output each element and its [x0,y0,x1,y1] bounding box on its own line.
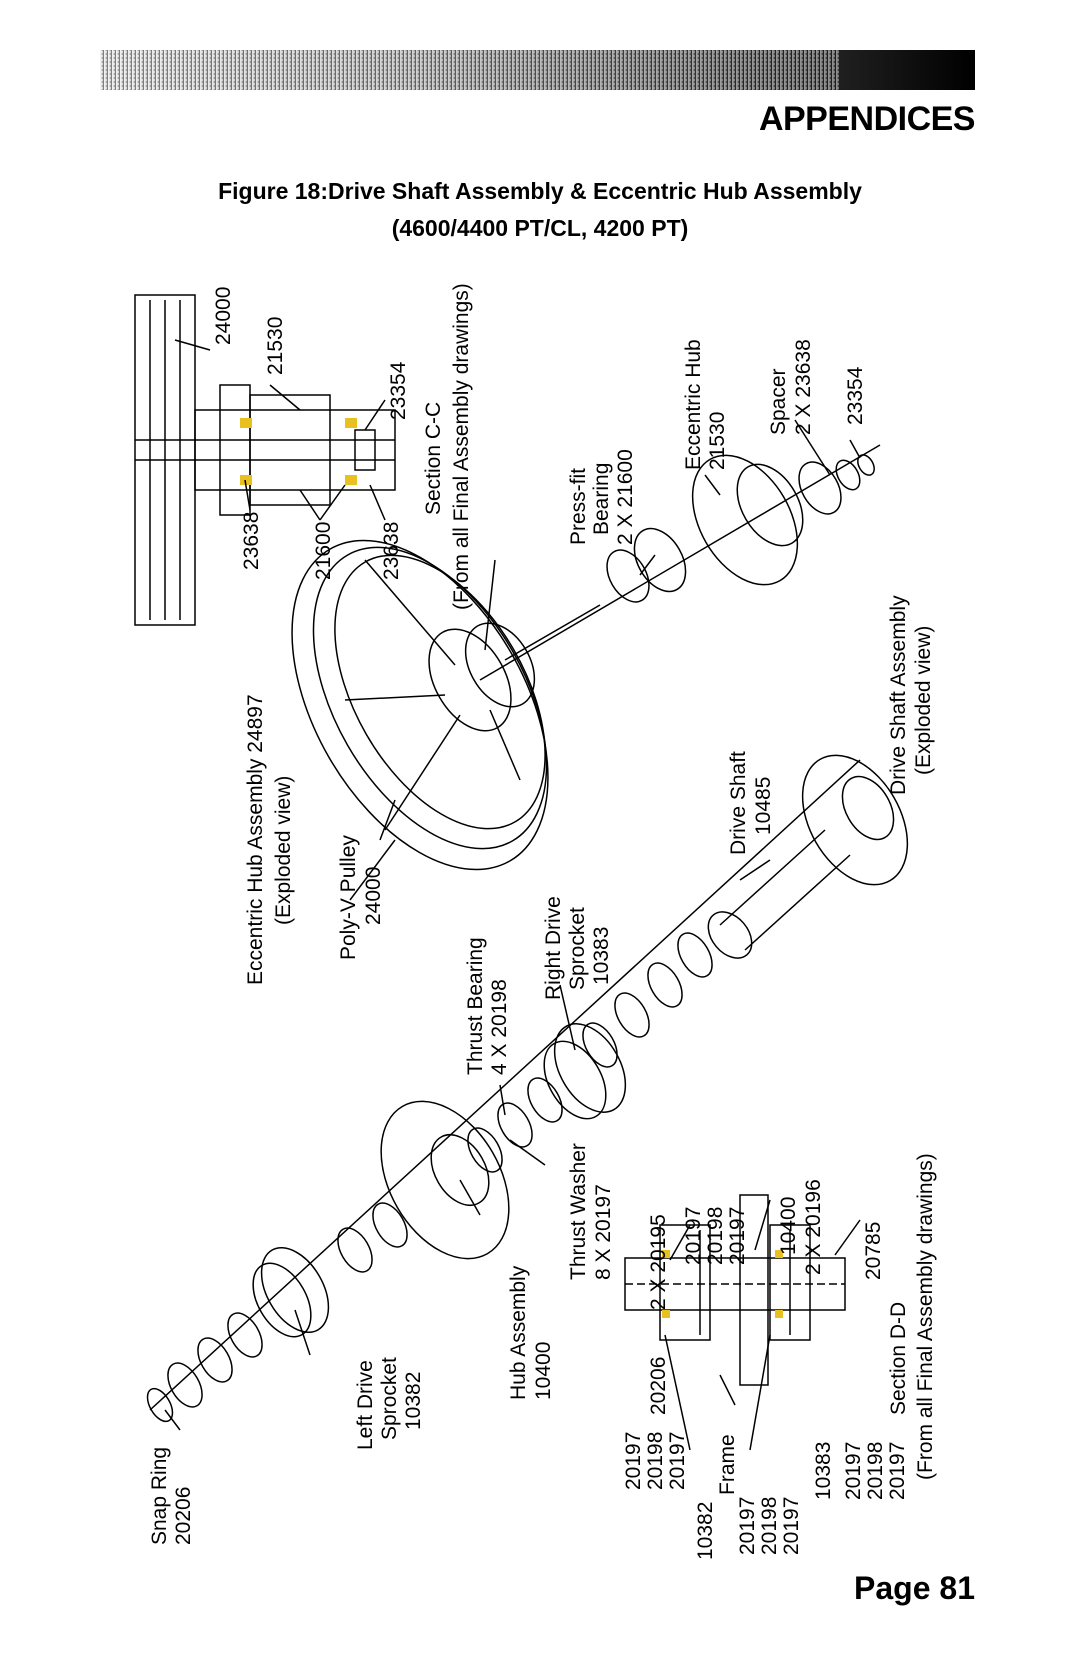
dd-label-r-20198: 20198 [864,1442,887,1500]
eccentric-hub-exploded [479,419,881,681]
poly-v-pulley [291,539,601,901]
figure-title: Figure 18:Drive Shaft Assembly & Eccentr… [218,178,862,204]
section-title: APPENDICES [758,100,976,138]
dd-label-2x20196: 2 X 20196 [802,1179,825,1275]
dd-label-20197-b: 20197 [726,1207,749,1265]
dd-label-20785: 20785 [862,1222,885,1280]
dd-label-10383: 10383 [812,1442,835,1500]
label-10383: 10383 [590,927,613,985]
label-snap-ring: Snap Ring [148,1447,171,1545]
label-right-drive: Right Drive [542,896,565,1000]
dd-label-20206: 20206 [647,1357,670,1415]
label-2x21600: 2 X 21600 [614,449,637,545]
label-eccentric-hub-assembly: Eccentric Hub Assembly 24897 [244,694,267,985]
label-drive-shaft-assembly: Drive Shaft Assembly [887,595,910,795]
label-24000: 24000 [362,867,385,925]
dd-label-l1-20197: 20197 [622,1432,645,1490]
dd-label-20198-a: 20198 [704,1207,727,1265]
dd-label-l2-20197b: 20197 [780,1497,803,1555]
label-spacer: Spacer [767,368,790,435]
dd-label-2x20195: 2 X 20195 [647,1214,670,1310]
label-21530-top: 21530 [264,317,287,375]
label-23638-top-b: 23638 [380,522,403,580]
label-10485: 10485 [752,777,775,835]
label-2x23638: 2 X 23638 [792,339,815,435]
label-dsa-exploded: (Exploded view) [912,626,935,775]
label-left-drive: Left Drive [354,1360,377,1450]
label-21600-top: 21600 [312,522,335,580]
dd-label-l1-20197b: 20197 [666,1432,689,1490]
label-eha-exploded: (Exploded view) [272,776,295,925]
dd-label-l2-20197: 20197 [736,1497,759,1555]
label-8x20197: 8 X 20197 [592,1184,615,1280]
label-eccentric-hub: Eccentric Hub [682,339,705,470]
label-23638-top-a: 23638 [240,512,263,570]
label-10400: 10400 [532,1342,555,1400]
label-poly-v-pulley: Poly-V Pulley [337,835,360,960]
section-cc-drawing [134,294,396,626]
label-4x20198: 4 X 20198 [488,979,511,1075]
section-cc-source: (From all Final Assembly drawings) [450,283,473,610]
section-dd-drawing [624,1194,861,1451]
label-thrust-washer: Thrust Washer [567,1143,590,1280]
dd-label-10382: 10382 [694,1502,717,1560]
label-23354-top: 23354 [387,361,410,420]
dd-label-frame: Frame [716,1434,739,1495]
page-number: Page 81 [854,1570,975,1606]
header-gradient-bar [100,50,975,90]
figure-subtitle: (4600/4400 PT/CL, 4200 PT) [391,215,689,241]
dd-label-l2-20198: 20198 [758,1497,781,1555]
label-24000-top: 24000 [212,287,235,345]
label-10382: 10382 [402,1372,425,1430]
label-20206: 20206 [172,1487,195,1545]
label-21530: 21530 [706,412,729,470]
section-dd-source: (From all Final Assembly drawings) [914,1153,937,1480]
label-sprocket-left: Sprocket [378,1357,401,1440]
label-hub-assembly: Hub Assembly [507,1265,530,1400]
dd-label-20197-a: 20197 [682,1207,705,1265]
dd-label-10400: 10400 [777,1197,800,1255]
dd-label-r-20197: 20197 [842,1442,865,1500]
label-drive-shaft: Drive Shaft [727,751,750,855]
label-23354-right: 23354 [844,366,867,425]
label-sprocket-right: Sprocket [566,907,589,990]
label-press-fit: Press-fit [567,468,590,545]
label-thrust-bearing: Thrust Bearing [464,937,487,1075]
dd-label-r-20197b: 20197 [886,1442,909,1500]
dd-label-l1-20198: 20198 [644,1432,667,1490]
drive-shaft-exploded [146,754,909,1431]
label-bearing: Bearing [590,463,613,535]
section-cc-label: Section C-C [422,402,445,515]
section-dd-label: Section D-D [887,1302,910,1415]
